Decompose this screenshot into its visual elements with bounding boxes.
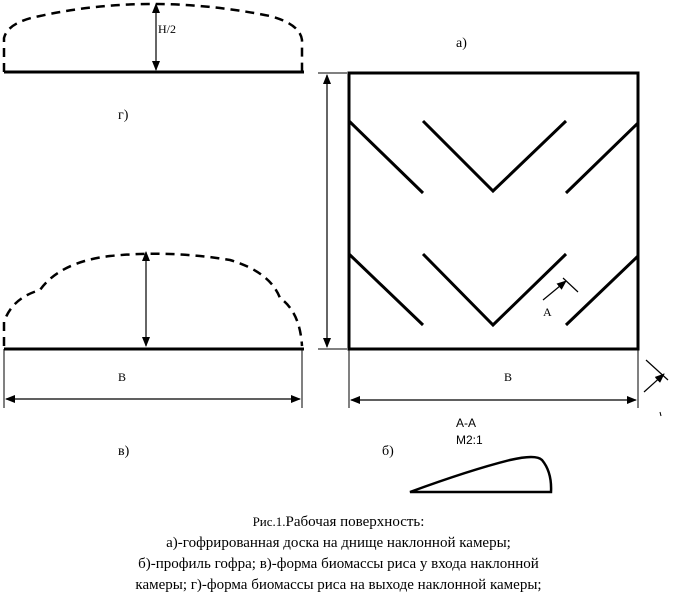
h-half-label: H/2 (158, 22, 176, 36)
section-view-arrow (542, 280, 567, 301)
width-label: B (504, 370, 512, 384)
section-cut-line (562, 277, 579, 293)
diagram-v-input-shape: B (2, 251, 304, 408)
rib-right-upper (564, 121, 640, 195)
diagram-g-output-shape: H/2 (2, 2, 304, 74)
board-outline (347, 71, 640, 351)
rib-left-lower (347, 252, 425, 327)
caption-line-2: а)-гофрированная доска на днище наклонно… (166, 535, 511, 551)
diagram-a-corrugated-board: A B (318, 71, 669, 417)
biomass-profile-dashed (2, 252, 304, 347)
rib-left-upper (347, 119, 425, 195)
label-b: б) (382, 444, 394, 459)
rib-chevron-lower (421, 252, 568, 328)
biomass-profile-dashed (2, 2, 304, 72)
label-g: г) (118, 108, 129, 123)
caption-line-4: камеры; г)-форма биомассы риса на выходе… (135, 577, 542, 593)
corner-view-arrow (643, 373, 665, 393)
profile-shape (409, 455, 553, 494)
caption-title: Рис.1.Рабочая поверхность: (0, 512, 677, 532)
section-title: А-А (456, 416, 476, 430)
scale-label: М2:1 (456, 433, 483, 447)
corner-tick (659, 411, 662, 417)
corner-cut-line (645, 359, 669, 381)
caption-line-3: б)-профиль гофра; в)-форма биомассы риса… (138, 556, 539, 572)
rib-right-lower (564, 254, 640, 327)
diagram-b-corrugation-profile: А-А М2:1 (409, 416, 553, 494)
label-a: а) (456, 36, 467, 51)
figure-number: Рис.1. (252, 514, 286, 529)
rib-chevron-upper (421, 119, 568, 194)
section-marker-label: A (543, 305, 552, 319)
width-label: B (118, 370, 126, 384)
caption-heading: Рабочая поверхность: (285, 514, 425, 530)
label-v: в) (118, 444, 130, 459)
